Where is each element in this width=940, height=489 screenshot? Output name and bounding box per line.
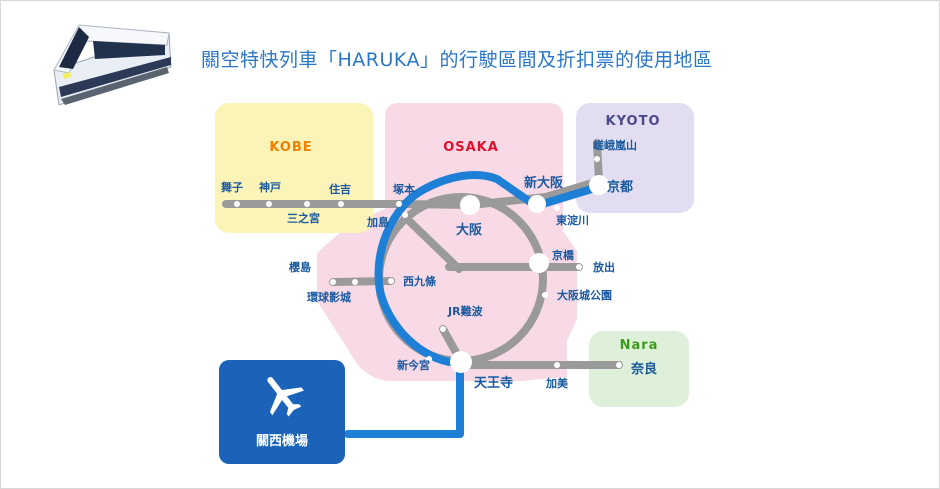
station-label-higashiyodogawa: 東淀川 [556,213,589,227]
station-dot-kami [554,362,560,368]
station-dot-sannomiya [304,201,310,207]
station-label-nara: 奈良 [630,361,657,377]
station-label-kashima: 加島 [366,215,389,229]
kobe-line [222,200,475,209]
airplane-icon [267,377,304,417]
station-label-kyoto: 京都 [607,179,633,195]
station-label-kyobashi: 京橋 [552,248,575,262]
station-label-sakurajima: 櫻島 [288,260,311,274]
nara-region-name: Nara [620,338,659,353]
haruka-route [344,171,599,438]
station-marker-kyoto [589,175,609,195]
station-dot-sakurajima [330,279,336,285]
station-label-sannomiya: 三之宮 [287,211,320,225]
station-label-shinimamiya: 新今宮 [397,358,430,372]
station-label-osaka: 大阪 [456,222,483,238]
station-label-maiko: 舞子 [221,180,243,194]
station-label-tennoji: 天王寺 [474,375,513,391]
station-marker-shinosaka [528,195,546,213]
station-label-shinosaka: 新大阪 [524,175,564,191]
station-dot-osakajokoen [542,292,548,298]
station-dot-tsukamoto [396,201,402,207]
major-stations [450,175,609,373]
page-title: 關空特快列車「HARUKA」的行駛區間及折扣票的使用地區 [201,49,713,71]
haruka-west-loop [344,171,599,438]
station-dot-nishikujo [388,278,394,284]
station-dot-nara [616,362,622,368]
train-illustration [53,24,172,105]
station-dot-kobe [266,201,272,207]
kobe-region-name: KOBE [269,140,312,155]
station-label-kobe: 神戸 [259,180,281,194]
station-label-osakajokoen: 大阪城公園 [557,288,612,302]
station-dot-universal [352,279,358,285]
sagano-line [593,139,603,185]
kyoto-region-name: KYOTO [606,114,661,129]
tokaido-line [467,177,603,209]
station-label-jrnamba: JR難波 [447,304,484,318]
station-dot-maiko [234,201,240,207]
station-dot-saga [594,156,600,162]
tozai-diagonal [401,213,463,273]
airport-label: 關西機場 [256,433,308,449]
station-dot-higashiyodogawa [554,205,560,211]
station-dot-shinimamiya [426,356,432,362]
station-label-universal: 環球影城 [307,290,351,304]
station-label-saga: 嵯峨嵐山 [593,138,637,152]
station-dots [234,156,622,368]
kansai-airport[interactable]: 關西機場 [219,360,345,464]
osaka-region-name: OSAKA [443,140,499,155]
station-marker-osaka [460,195,480,215]
station-dot-sumiyoshi [338,201,344,207]
station-dot-hanaten [576,264,582,270]
station-label-kami: 加美 [545,376,569,390]
station-label-nishikujo: 西九條 [403,274,437,288]
station-marker-tennoji [450,351,472,373]
station-label-tsukamoto: 塚本 [393,182,415,196]
station-marker-kyobashi [529,253,549,273]
nara-region [589,331,689,407]
station-dot-kashima [402,212,408,218]
station-dot-jrnamba [440,326,446,332]
airport-box [219,360,345,464]
station-label-hanaten: 放出 [592,260,615,274]
station-label-sumiyoshi: 住吉 [329,182,351,196]
